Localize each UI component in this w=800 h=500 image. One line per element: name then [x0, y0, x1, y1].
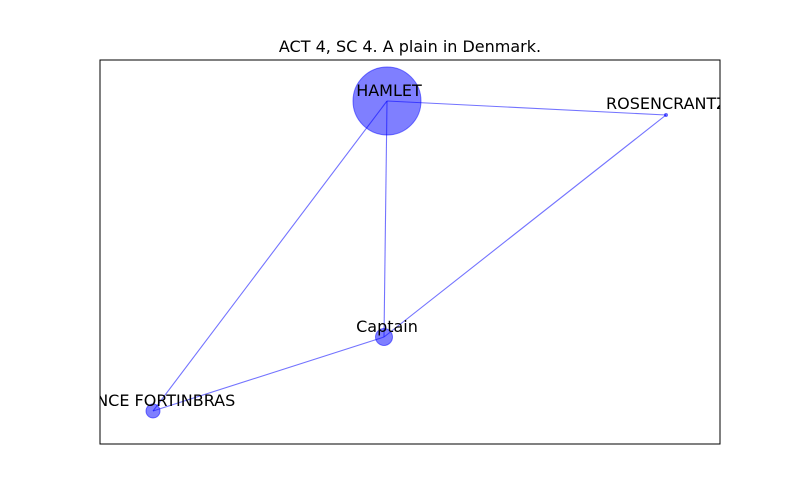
node-captain: [375, 328, 393, 346]
edge-hamlet-captain: [383, 100, 388, 338]
node-fortinbras: [145, 403, 161, 419]
node-rosencrantz: [664, 113, 668, 117]
axes-frame: [99, 59, 721, 445]
node-label-rosencrantz: ROSENCRANTZ: [606, 94, 727, 113]
edge-captain-fortinbras: [152, 336, 385, 412]
figure-title: ACT 4, SC 4. A plain in Denmark.: [279, 37, 541, 56]
edge-hamlet-fortinbras: [152, 100, 388, 412]
node-label-fortinbras: PRINCE FORTINBRAS: [71, 391, 236, 410]
nodes-layer: [145, 66, 668, 419]
node-label-hamlet: HAMLET: [356, 81, 422, 100]
node-hamlet: [352, 66, 422, 136]
node-label-captain: Captain: [356, 317, 418, 336]
edge-hamlet-rosencrantz: [386, 100, 667, 116]
edge-captain-rosencrantz: [383, 114, 667, 338]
edges-layer: [152, 100, 667, 412]
